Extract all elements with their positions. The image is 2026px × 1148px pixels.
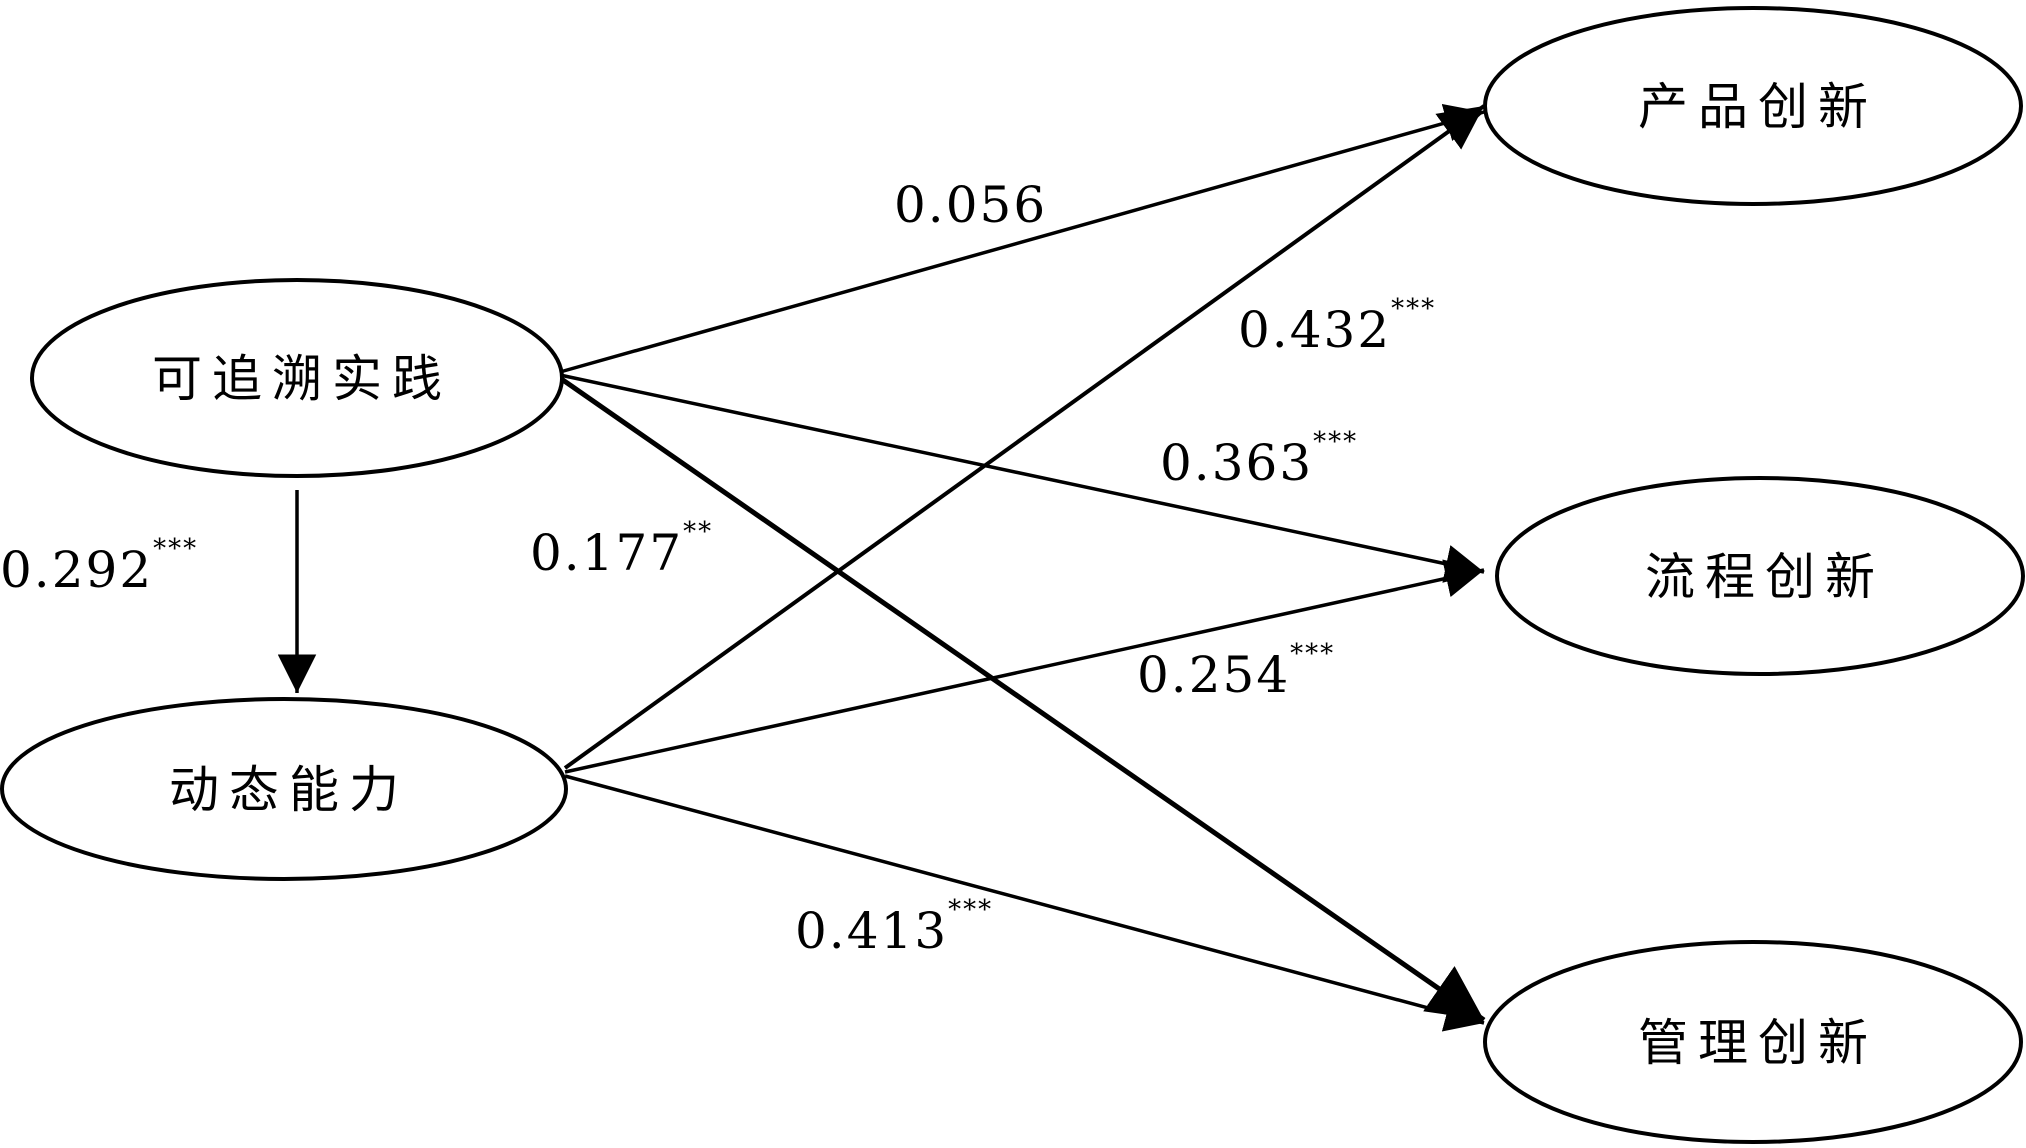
coef-traceability-management-value: 0.177 (530, 524, 683, 582)
nodes: 可追溯实践 动态能力 产品创新 流程创新 管理创新 (0, 6, 2025, 1144)
node-process-shape (1495, 476, 2025, 676)
coef-dynamic-product: 0.432*** (1238, 294, 1436, 359)
coef-dynamic-process-value: 0.254 (1137, 646, 1290, 704)
arrow-traceability-product (559, 103, 1485, 374)
coef-dynamic-process-sig: *** (1290, 639, 1335, 669)
arrow-dynamic-process (564, 559, 1485, 774)
coef-traceability-process: 0.363*** (1160, 427, 1358, 492)
coef-dynamic-management: 0.413*** (795, 895, 993, 960)
node-dynamic-capability: 动态能力 (0, 697, 568, 881)
node-dynamic-shape (0, 697, 568, 881)
node-product-shape (1483, 6, 2023, 206)
node-process-label: 流程创新 (1645, 548, 1885, 606)
coef-traceability-process-sig: *** (1313, 427, 1358, 457)
node-management-shape (1483, 940, 2023, 1144)
coefficients: 0.292*** 0.056 0.363*** 0.177** 0.432***… (0, 176, 1436, 960)
node-dynamic-label: 动态能力 (169, 761, 409, 819)
coef-traceability-process-value: 0.363 (1160, 434, 1313, 492)
arrow-traceability-management (558, 375, 1486, 1023)
coef-traceability-dynamic-sig: *** (153, 534, 198, 564)
coef-dynamic-product-sig: *** (1391, 294, 1436, 324)
coef-dynamic-product-value: 0.432 (1238, 301, 1391, 359)
coef-traceability-management-sig: ** (683, 517, 713, 547)
node-traceability-shape (30, 278, 564, 478)
node-traceability-label: 可追溯实践 (152, 350, 452, 408)
node-product-innovation: 产品创新 (1483, 6, 2023, 206)
arrow-dynamic-management (564, 774, 1485, 1032)
coef-dynamic-management-sig: *** (948, 895, 993, 925)
arrow-traceability-process (559, 373, 1485, 583)
coef-traceability-product: 0.056 (894, 176, 1047, 234)
coef-dynamic-process: 0.254*** (1137, 639, 1335, 704)
coef-traceability-product-value: 0.056 (894, 176, 1047, 234)
node-process-innovation: 流程创新 (1495, 476, 2025, 676)
node-management-label: 管理创新 (1638, 1014, 1878, 1072)
arrow-dynamic-product (563, 104, 1486, 770)
node-product-label: 产品创新 (1638, 78, 1878, 136)
edges (277, 103, 1486, 1032)
coef-traceability-dynamic-value: 0.292 (0, 541, 153, 599)
coef-dynamic-management-value: 0.413 (795, 902, 948, 960)
node-management-innovation: 管理创新 (1483, 940, 2023, 1144)
coef-traceability-management: 0.177** (530, 517, 713, 582)
node-traceability-practice: 可追溯实践 (30, 278, 564, 478)
coef-traceability-dynamic: 0.292*** (0, 534, 198, 599)
